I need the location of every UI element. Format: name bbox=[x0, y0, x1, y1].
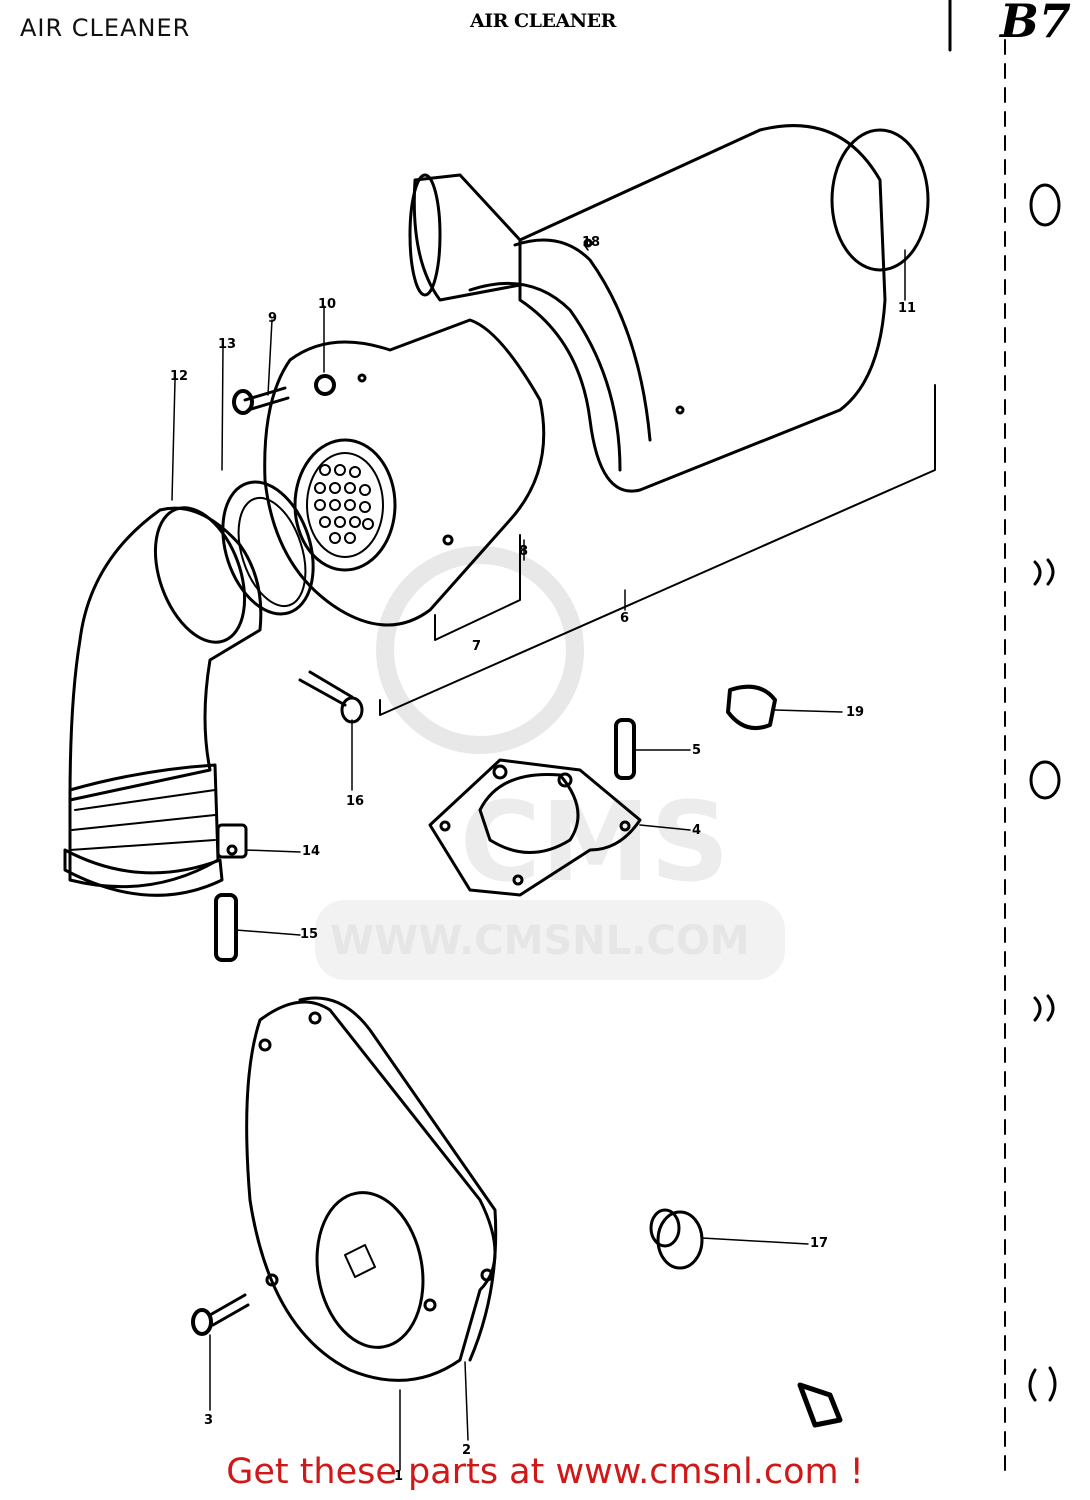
callout-1: 1 bbox=[394, 1469, 404, 1484]
bolt-9 bbox=[232, 386, 290, 415]
binder-hole-2 bbox=[1033, 558, 1055, 586]
footer-link-text[interactable]: Get these parts at www.cmsnl.com ! bbox=[226, 1452, 864, 1492]
callout-5: 5 bbox=[692, 743, 702, 758]
page-label: AIR CLEANER bbox=[20, 14, 191, 42]
diagram-title: AIR CLEANER bbox=[470, 10, 616, 32]
binder-hole-4 bbox=[1033, 994, 1055, 1022]
callout-4: 4 bbox=[692, 823, 702, 838]
assembly-bracket bbox=[379, 384, 936, 716]
bolt-15 bbox=[214, 893, 238, 962]
callout-15: 15 bbox=[300, 927, 319, 942]
rubber-cap-18 bbox=[726, 684, 777, 730]
binder-hole-3 bbox=[1029, 760, 1061, 800]
callout-3: 3 bbox=[204, 1413, 214, 1428]
callout-18: 18 bbox=[582, 235, 601, 250]
callout-10: 10 bbox=[318, 297, 337, 312]
case-inlet-duct bbox=[412, 173, 522, 302]
screw-16 bbox=[298, 670, 364, 724]
callout-17: 17 bbox=[810, 1236, 829, 1251]
element-bracket bbox=[434, 534, 521, 641]
gasket-13 bbox=[221, 480, 315, 616]
screw-3 bbox=[191, 1293, 250, 1336]
housing-nut bbox=[314, 374, 336, 396]
callout-12: 12 bbox=[170, 369, 189, 384]
lower-cover bbox=[245, 996, 498, 1382]
suzuki-emblem bbox=[344, 1244, 376, 1278]
binder-hole-1 bbox=[1029, 183, 1061, 227]
intake-tube bbox=[63, 506, 263, 897]
callout-7: 7 bbox=[472, 639, 482, 654]
watermark-url: WWW.CMSNL.COM bbox=[330, 918, 750, 964]
plug-17 bbox=[649, 1208, 704, 1270]
page-code: B7 bbox=[1000, 0, 1071, 48]
watermark-brand: CMS bbox=[460, 778, 729, 906]
case-end-cap bbox=[830, 128, 930, 272]
callout-13: 13 bbox=[218, 337, 237, 352]
element-mesh bbox=[314, 464, 374, 544]
callout-6: 6 bbox=[620, 611, 630, 626]
tube-clamp bbox=[216, 823, 248, 859]
callout-9: 9 bbox=[268, 311, 278, 326]
callout-11: 11 bbox=[898, 301, 917, 316]
callout-16: 16 bbox=[346, 794, 365, 809]
bolt-5 bbox=[614, 718, 636, 780]
callout-19: 19 bbox=[846, 705, 865, 720]
air-cleaner-case bbox=[408, 124, 930, 493]
callout-14: 14 bbox=[302, 844, 321, 859]
element-housing bbox=[263, 318, 546, 627]
binder-hole-5 bbox=[1028, 1366, 1057, 1402]
clip-piece bbox=[797, 1382, 843, 1428]
callout-2: 2 bbox=[462, 1443, 472, 1458]
leader-lines bbox=[171, 245, 906, 1471]
cover-plate bbox=[428, 758, 642, 897]
callout-8: 8 bbox=[519, 544, 529, 559]
watermark-url-plate bbox=[315, 900, 785, 980]
